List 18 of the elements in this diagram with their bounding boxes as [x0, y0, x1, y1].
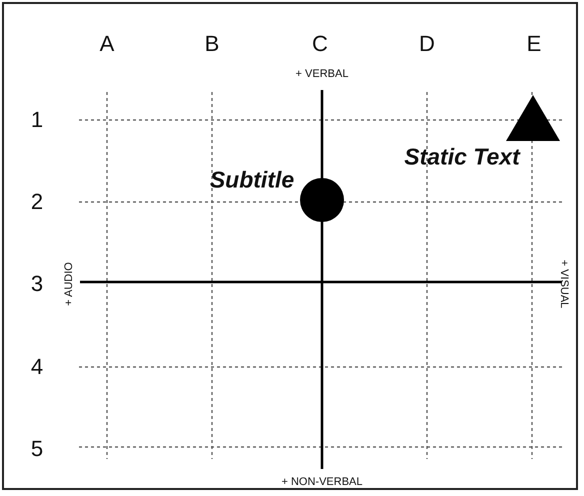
- grid-label: B: [204, 31, 220, 57]
- marker-caption: Subtitle: [210, 166, 294, 194]
- axis-label: + AUDIO: [63, 262, 75, 306]
- grid-label: C: [312, 31, 328, 57]
- axis-label: + NON-VERBAL: [282, 476, 362, 488]
- grid-label: E: [526, 31, 542, 57]
- grid-label: 2: [30, 189, 44, 215]
- grid-label: 5: [30, 436, 44, 462]
- axis-label: + VISUAL: [558, 260, 570, 308]
- grid-label: 4: [30, 354, 44, 380]
- grid-label: A: [100, 31, 114, 57]
- grid-label: 1: [30, 107, 44, 133]
- axis-label: + VERBAL: [296, 68, 348, 80]
- marker-caption: Static Text: [404, 144, 520, 170]
- grid-label: D: [419, 31, 435, 57]
- marker-circle: [300, 178, 344, 222]
- grid-label: 3: [30, 271, 44, 297]
- marker-triangle: [506, 95, 560, 141]
